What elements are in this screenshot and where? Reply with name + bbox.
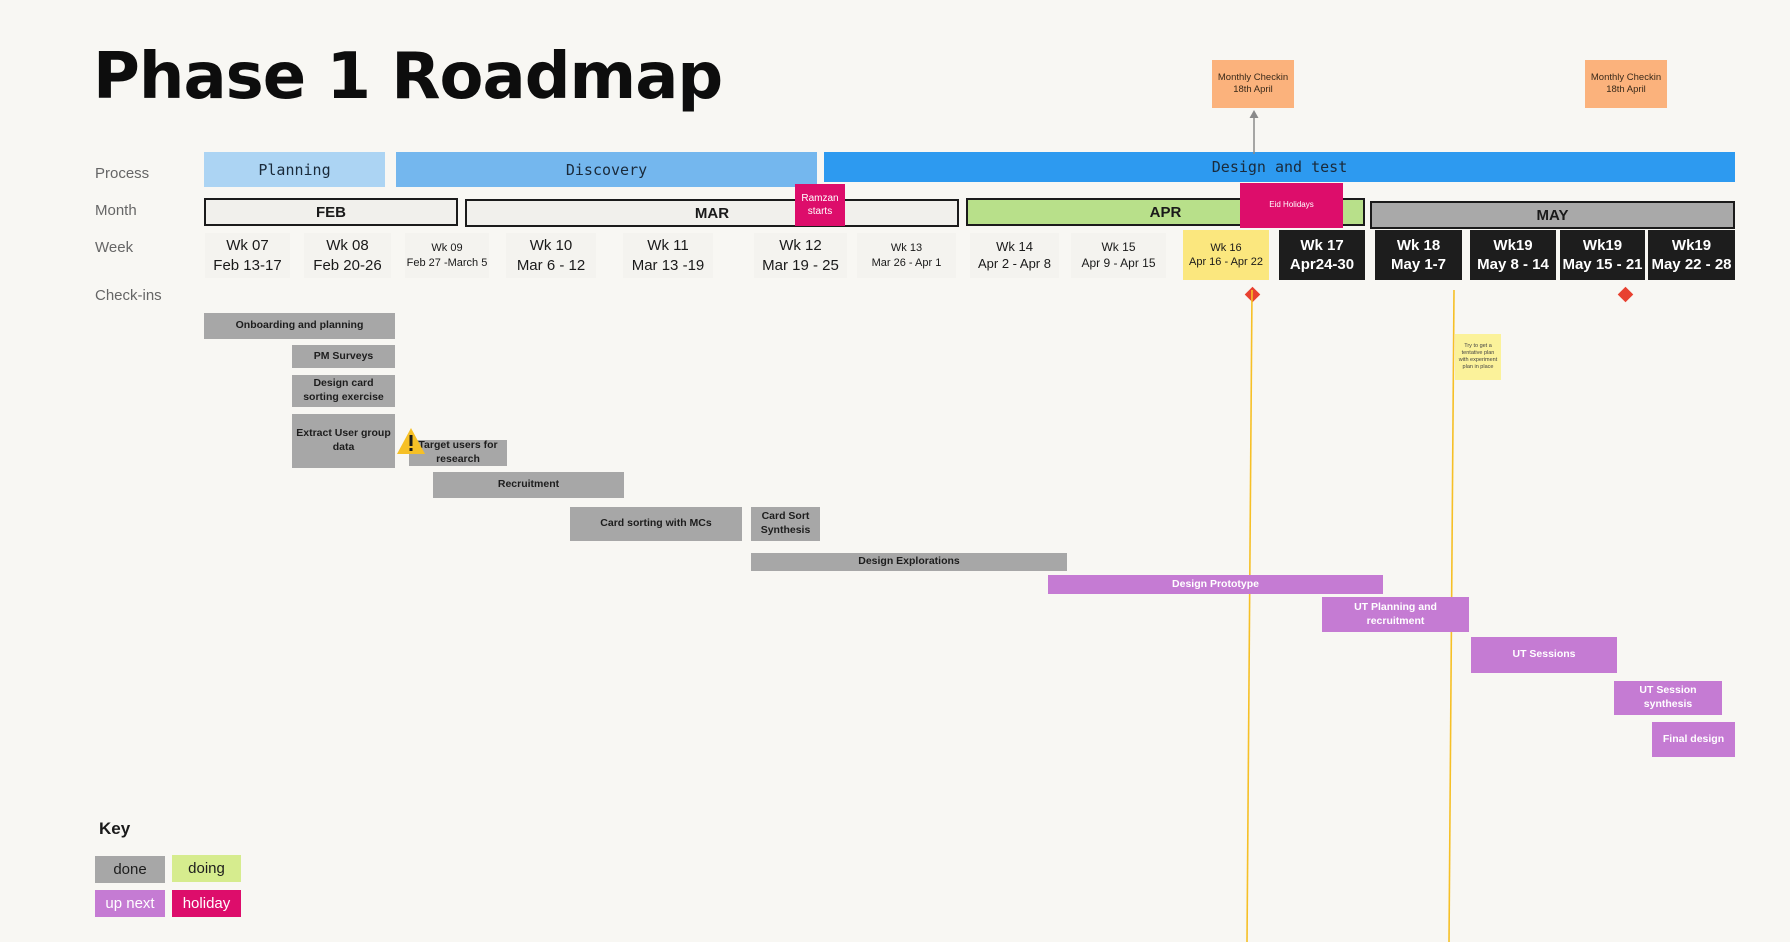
row-label-week: Week	[95, 239, 134, 256]
week-label: Wk 18	[1396, 236, 1441, 254]
week-dates: Apr24-30	[1289, 256, 1355, 273]
week-07[interactable]: Wk 07 Feb 13-17	[205, 233, 290, 278]
week-12[interactable]: Wk 12 Mar 19 - 25	[754, 233, 847, 278]
week-label: Wk 11	[647, 237, 689, 254]
week-19b[interactable]: Wk19 May 15 - 21	[1560, 230, 1645, 280]
week-label: Wk19	[1493, 236, 1533, 254]
week-dates: Feb 27 -March 5	[406, 256, 488, 269]
week-17[interactable]: Wk 17 Apr24-30	[1279, 230, 1365, 280]
week-label: Wk 08	[326, 237, 369, 254]
warning-icon	[397, 428, 425, 454]
week-09[interactable]: Wk 09 Feb 27 -March 5	[405, 233, 489, 278]
row-label-process: Process	[95, 165, 150, 182]
week-dates: Mar 19 - 25	[762, 256, 839, 274]
phase-discovery[interactable]: Discovery	[396, 152, 817, 187]
week-label: Wk 12	[779, 237, 822, 254]
row-label-checkins: Check-ins	[95, 287, 162, 304]
week-19c[interactable]: Wk19 May 22 - 28	[1648, 230, 1735, 280]
task-onboarding[interactable]: Onboarding and planning	[204, 313, 395, 339]
week-16[interactable]: Wk 16 Apr 16 - Apr 22	[1183, 230, 1269, 280]
task-ut-planning[interactable]: UT Planning and recruitment	[1322, 597, 1469, 632]
week-14[interactable]: Wk 14 Apr 2 - Apr 8	[970, 233, 1059, 278]
row-label-month: Month	[95, 202, 137, 219]
week-dates: Feb 13-17	[213, 256, 282, 274]
task-design-explorations[interactable]: Design Explorations	[751, 553, 1067, 571]
week-dates: Mar 13 -19	[631, 256, 705, 274]
week-15[interactable]: Wk 15 Apr 9 - Apr 15	[1071, 233, 1166, 278]
week-dates: May 15 - 21	[1562, 256, 1643, 273]
task-design-prototype[interactable]: Design Prototype	[1048, 575, 1383, 594]
week-label: Wk 13	[890, 242, 923, 255]
week-label: Wk19	[1582, 236, 1623, 254]
task-ut-sessions[interactable]: UT Sessions	[1471, 637, 1617, 673]
task-pm-surveys[interactable]: PM Surveys	[292, 345, 395, 368]
key-holiday: holiday	[172, 890, 241, 917]
month-may[interactable]: MAY	[1370, 201, 1735, 229]
page-title: Phase 1 Roadmap	[93, 40, 723, 114]
checkin-arrow-icon	[1249, 110, 1259, 154]
task-extract-user-data[interactable]: Extract User group data	[292, 414, 395, 468]
task-card-sorting-mcs[interactable]: Card sorting with MCs	[570, 507, 742, 541]
key-up-next: up next	[95, 890, 165, 917]
week-dates: May 1-7	[1390, 256, 1447, 273]
week-label: Wk 14	[996, 238, 1033, 254]
week-18[interactable]: Wk 18 May 1-7	[1375, 230, 1462, 280]
checkin-card-2[interactable]: Monthly Checkin 18th April	[1585, 60, 1667, 108]
phase-design-and-test[interactable]: Design and test	[824, 152, 1735, 182]
week-label: Wk 10	[529, 237, 573, 254]
week-label: Wk 15	[1101, 239, 1136, 254]
week-08[interactable]: Wk 08 Feb 20-26	[304, 233, 391, 278]
sticky-note[interactable]: Try to get a tentative plan with experim…	[1455, 334, 1501, 380]
week-dates: Mar 6 - 12	[516, 256, 586, 274]
month-mar[interactable]: MAR	[465, 199, 959, 227]
week-label: Wk 07	[226, 237, 269, 254]
task-ut-session-synthesis[interactable]: UT Session synthesis	[1614, 681, 1722, 715]
week-label: Wk 16	[1210, 241, 1242, 254]
week-label: Wk 17	[1300, 236, 1344, 254]
week-dates: Mar 26 - Apr 1	[871, 256, 942, 269]
task-final-design[interactable]: Final design	[1652, 722, 1735, 757]
key-title: Key	[99, 819, 131, 838]
week-dates: May 8 - 14	[1477, 256, 1549, 273]
holiday-eid[interactable]: Eid Holidays	[1240, 183, 1343, 228]
week-dates: Apr 9 - Apr 15	[1081, 255, 1156, 270]
holiday-ramzan[interactable]: Ramzan starts	[795, 184, 845, 226]
task-card-sorting-exercise[interactable]: Design card sorting exercise	[292, 375, 395, 407]
week-10[interactable]: Wk 10 Mar 6 - 12	[506, 233, 596, 278]
key-doing: doing	[172, 855, 241, 882]
today-line-1	[1246, 290, 1253, 942]
week-dates: Apr 2 - Apr 8	[978, 255, 1051, 271]
week-13[interactable]: Wk 13 Mar 26 - Apr 1	[857, 233, 956, 278]
week-label: Wk19	[1671, 236, 1712, 254]
week-11[interactable]: Wk 11 Mar 13 -19	[623, 233, 713, 278]
phase-planning[interactable]: Planning	[204, 152, 385, 187]
key-done: done	[95, 856, 165, 883]
week-dates: Apr 16 - Apr 22	[1189, 256, 1263, 268]
task-target-users[interactable]: Target users for research	[409, 439, 507, 466]
week-label: Wk 09	[431, 242, 463, 255]
checkin-diamond-icon[interactable]	[1617, 286, 1634, 303]
checkin-card-1[interactable]: Monthly Checkin 18th April	[1212, 60, 1294, 108]
task-recruitment[interactable]: Recruitment	[433, 472, 624, 498]
week-19a[interactable]: Wk19 May 8 - 14	[1470, 230, 1556, 280]
task-card-sort-synthesis[interactable]: Card Sort Synthesis	[751, 507, 820, 541]
week-dates: Feb 20-26	[313, 256, 382, 274]
month-feb[interactable]: FEB	[204, 198, 458, 226]
week-dates: May 22 - 28	[1651, 256, 1732, 273]
